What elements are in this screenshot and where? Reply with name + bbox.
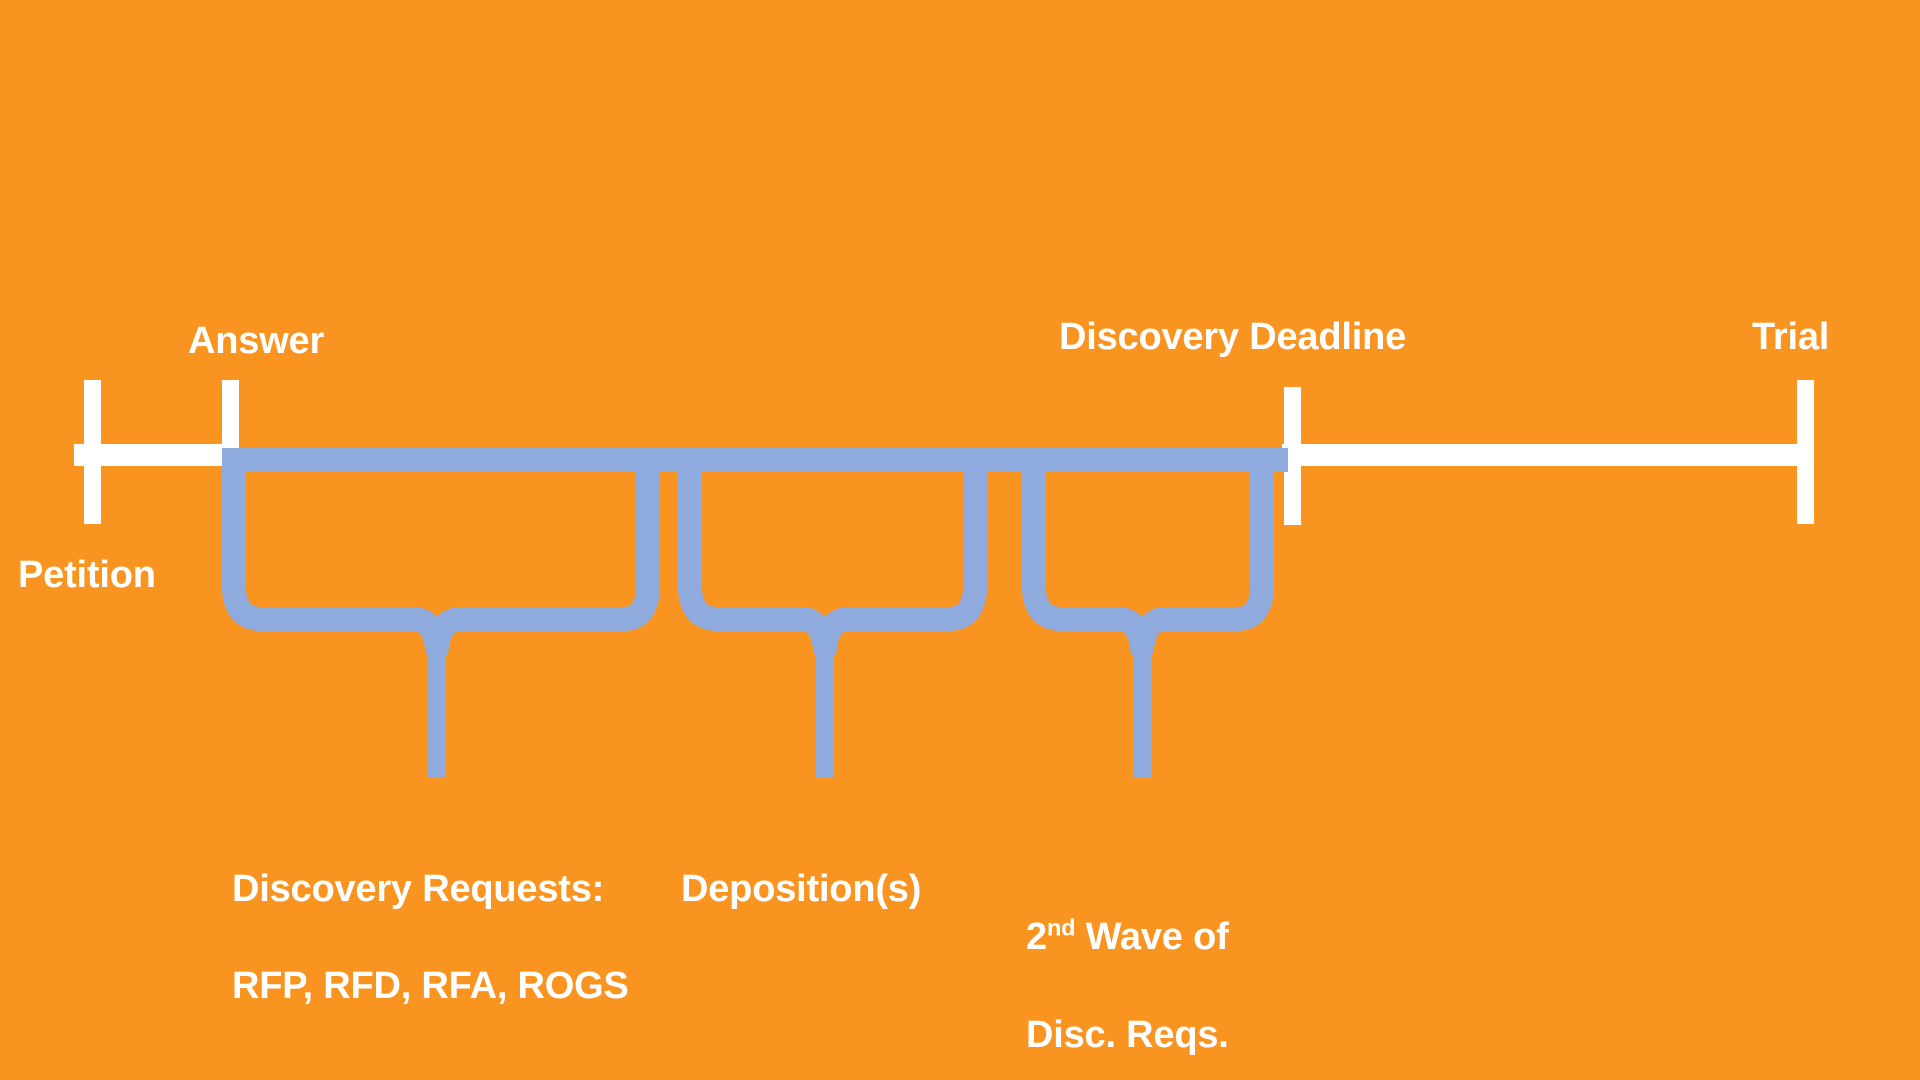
tick-petition bbox=[84, 380, 101, 524]
caption-line-2: Disc. Reqs. bbox=[1026, 1013, 1229, 1056]
caption-ordinal-number: 2 bbox=[1026, 916, 1047, 959]
axis-segment-petition-to-answer bbox=[74, 444, 230, 466]
axis-segment-deadline-to-trial bbox=[1282, 444, 1812, 466]
tick-discovery-deadline bbox=[1284, 387, 1301, 525]
milestone-label-answer: Answer bbox=[188, 320, 325, 362]
caption-ordinal-suffix: nd bbox=[1046, 914, 1076, 941]
bracket-caption-discovery-requests: Discovery Requests: RFP, RFD, RFA, ROGS bbox=[232, 816, 629, 1059]
caption-line-1: Discovery Requests: bbox=[232, 867, 605, 910]
bracket-caption-second-wave: 2nd Wave of Disc. Reqs. bbox=[1026, 816, 1229, 1080]
discovery-period-bar bbox=[222, 448, 1288, 472]
caption-line-1: Deposition(s) bbox=[681, 867, 922, 910]
bracket-depositions bbox=[678, 460, 987, 660]
milestone-label-discovery-deadline: Discovery Deadline bbox=[1059, 316, 1407, 358]
caption-line-2: RFP, RFD, RFA, ROGS bbox=[232, 964, 629, 1007]
bracket-discovery-requests bbox=[222, 460, 660, 660]
bracket-caption-depositions: Deposition(s) bbox=[681, 816, 921, 962]
milestone-label-petition: Petition bbox=[18, 554, 156, 596]
bracket-second-wave bbox=[1022, 460, 1274, 660]
tick-answer bbox=[222, 380, 239, 462]
caption-line-1: 2nd Wave of bbox=[1026, 865, 1229, 962]
milestone-label-trial: Trial bbox=[1752, 316, 1830, 358]
tick-trial bbox=[1797, 380, 1814, 524]
caption-ordinal-rest: Wave of bbox=[1075, 916, 1229, 959]
